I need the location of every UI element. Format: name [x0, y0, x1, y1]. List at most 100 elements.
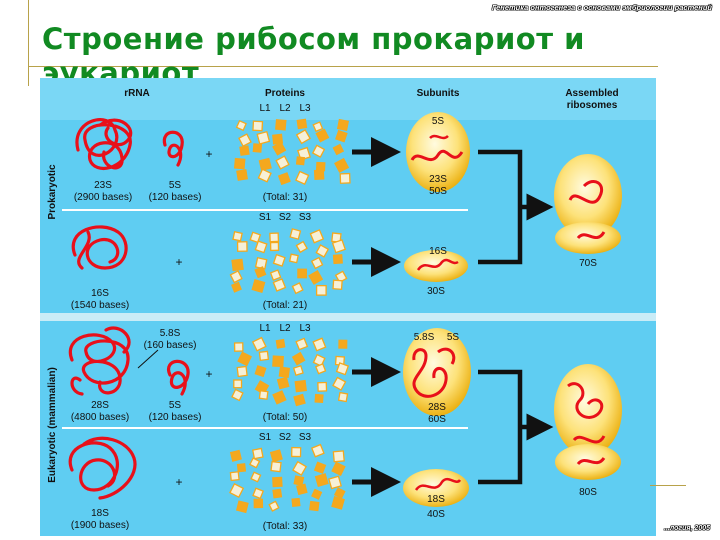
protein-icon	[296, 118, 308, 130]
protein-icon	[272, 278, 287, 292]
protein-label-s3-euk: S3	[299, 432, 312, 443]
protein-icon	[293, 393, 306, 407]
protein-icon	[328, 475, 342, 490]
header-proteins: Proteins	[265, 88, 305, 99]
protein-icon	[294, 379, 307, 393]
protein-label-s2: S2	[279, 212, 292, 223]
protein-icon	[314, 473, 329, 488]
protein-icon	[269, 449, 283, 463]
protein-label-l3: L3	[299, 103, 311, 114]
protein-icon	[277, 172, 291, 186]
protein-icon	[258, 157, 272, 171]
protein-icon	[291, 497, 301, 507]
side-label-prokaryotic: Prokaryotic	[47, 164, 58, 219]
protein-icon	[229, 449, 242, 462]
protein-icon	[313, 169, 325, 181]
rrna-coil-28s	[68, 326, 131, 396]
header-rrna: rRNA	[124, 88, 150, 99]
protein-icon	[258, 350, 270, 362]
protein-icon	[229, 471, 240, 482]
protein-cluster-4	[229, 443, 346, 514]
rna-label-23s: 23S	[94, 180, 112, 191]
protein-icon	[278, 366, 291, 378]
rna-label-18s: 18S	[91, 508, 109, 519]
protein-icon	[251, 447, 264, 460]
protein-icon	[315, 284, 327, 296]
subunit-label-5s-euk: 5S	[447, 332, 460, 343]
protein-icon	[268, 500, 280, 512]
subunit-rna-60s	[412, 347, 456, 398]
rrna-coil-5s	[162, 130, 184, 167]
protein-icon	[257, 168, 272, 183]
protein-icon	[252, 487, 265, 500]
rna-bases-23s: (2900 bases)	[74, 192, 132, 203]
protein-icon	[314, 363, 327, 375]
subunit-label-5-8s: 5.8S	[414, 332, 435, 343]
protein-icon	[236, 463, 247, 473]
protein-icon	[315, 244, 330, 258]
protein-icon	[233, 342, 244, 352]
plus-sign-3: +	[205, 367, 212, 381]
protein-icon	[249, 231, 262, 244]
protein-icon	[312, 353, 326, 367]
protein-icon	[291, 351, 306, 366]
protein-icon	[337, 391, 349, 403]
protein-cluster-1	[233, 118, 351, 186]
protein-icon	[236, 241, 248, 252]
rna-bases-5-8s: (160 bases)	[144, 340, 197, 351]
protein-icon	[272, 488, 283, 499]
subunit-label-50s: 50S	[429, 186, 447, 197]
protein-icon	[233, 379, 243, 389]
ribosome-70s-small	[555, 222, 621, 254]
protein-icon	[335, 362, 350, 376]
protein-icon	[250, 471, 262, 483]
side-label-eukaryotic: Eukaryotic (mammalian)	[47, 367, 58, 483]
protein-icon	[269, 241, 280, 252]
rna-bases-28s: (4800 bases)	[71, 412, 129, 423]
protein-label-l2: L2	[279, 103, 291, 114]
pointer-5-8s	[137, 349, 159, 369]
protein-icon	[308, 270, 324, 285]
protein-icon	[315, 128, 330, 143]
slide-title: Строение рибосом прокариот и эукариот	[42, 22, 585, 90]
ribosome-80s-large	[554, 364, 622, 456]
plus-sign-1: +	[205, 147, 212, 161]
protein-icon	[233, 157, 246, 170]
protein-icon	[295, 240, 308, 254]
rrna-coil-16s	[71, 225, 128, 270]
protein-icon	[229, 482, 245, 498]
protein-icon	[270, 460, 282, 473]
subunit-rna-50s	[410, 149, 464, 162]
decor-rule-left	[28, 0, 29, 86]
protein-icon	[295, 170, 310, 185]
rna-bases-18s: (1900 bases)	[71, 520, 129, 531]
protein-label-l2-euk: L2	[279, 323, 291, 334]
protein-total-3: (Total: 50)	[263, 412, 307, 423]
protein-icon	[293, 475, 305, 487]
protein-icon	[336, 118, 350, 131]
rna-label-16s: 16S	[91, 288, 109, 299]
protein-icon	[256, 130, 271, 145]
rrna-coil-18s	[68, 436, 137, 500]
protein-icon	[254, 365, 267, 378]
protein-icon	[309, 500, 320, 512]
rna-label-5-8s: 5.8S	[160, 328, 181, 339]
protein-icon	[254, 240, 268, 254]
subunit-rna-40s	[414, 477, 462, 491]
protein-icon	[252, 143, 263, 153]
protein-icon	[311, 488, 323, 500]
rna-label-5s-euk: 5S	[169, 400, 182, 411]
footer-caption: ...логия, 2005	[664, 525, 710, 532]
protein-icon	[296, 483, 308, 496]
protein-icon	[251, 336, 267, 352]
protein-icon	[331, 461, 346, 477]
protein-icon	[295, 129, 311, 145]
decor-rule-bottom	[650, 485, 686, 486]
protein-icon	[229, 270, 243, 284]
protein-icon	[231, 388, 244, 402]
header-subunits: Subunits	[417, 88, 460, 99]
protein-icon	[331, 239, 347, 254]
protein-icon	[252, 120, 264, 132]
